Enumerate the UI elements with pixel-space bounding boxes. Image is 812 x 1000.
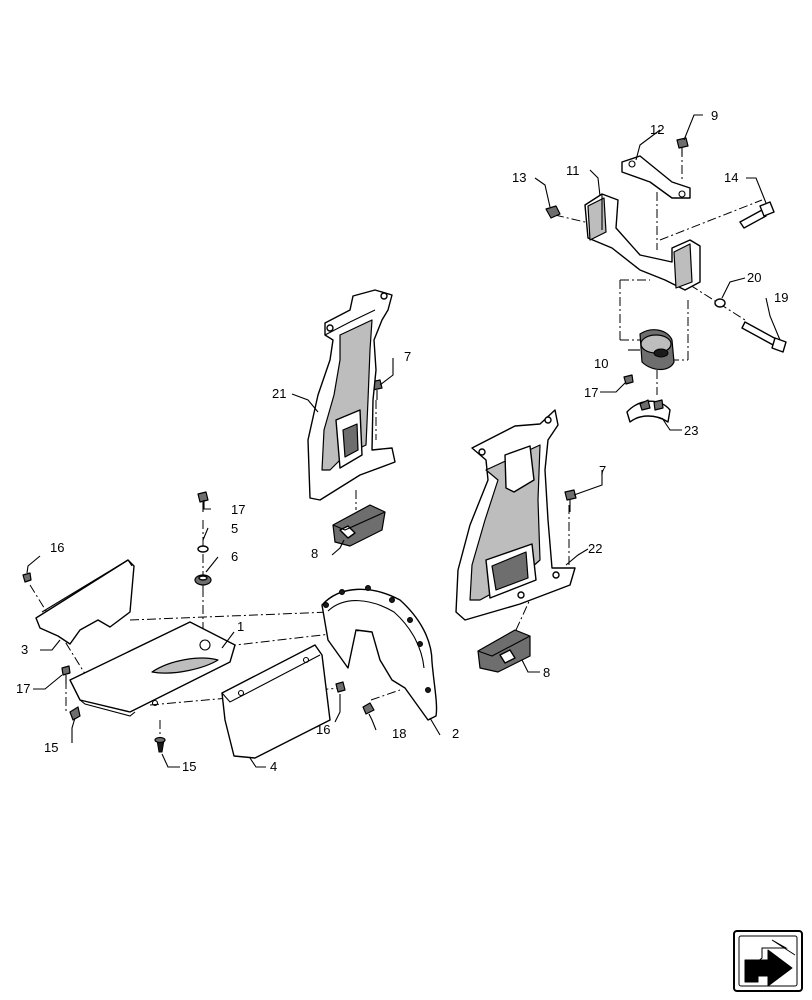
part-11-cradle-bracket: [584, 193, 701, 291]
callout-13: 13: [512, 170, 526, 185]
callout-16-middle: 16: [316, 722, 330, 737]
callout-17-left: 17: [16, 681, 30, 696]
callout-19: 19: [774, 290, 788, 305]
part-22-right-bracket: [455, 409, 576, 621]
callout-4: 4: [270, 759, 277, 774]
callout-5: 5: [231, 521, 238, 536]
part-8-mount-right: [477, 629, 531, 673]
callout-23: 23: [684, 423, 698, 438]
callout-17-right: 17: [584, 385, 598, 400]
callout-22: 22: [588, 541, 602, 556]
part-4-front-shield: [221, 644, 331, 759]
callout-12: 12: [650, 122, 664, 137]
callout-3: 3: [21, 642, 28, 657]
part-8-mount-left: [332, 504, 386, 547]
next-page-button[interactable]: [733, 930, 803, 992]
callout-17-top: 17: [231, 502, 245, 517]
callout-16-left: 16: [50, 540, 64, 555]
callout-9: 9: [711, 108, 718, 123]
callout-14: 14: [724, 170, 738, 185]
part-1-shield-plate: [69, 621, 236, 717]
callout-21: 21: [272, 386, 286, 401]
callout-leaders: [26, 114, 781, 768]
part-3-shield: [35, 559, 135, 645]
callout-11: 11: [566, 163, 580, 178]
part-12-top-plate: [621, 155, 691, 199]
callout-7-right: 7: [599, 463, 606, 478]
callout-10: 10: [594, 356, 608, 371]
callout-7-upper: 7: [404, 349, 411, 364]
callout-labels: 1 2 3 4 5 6 7 7 8 8 9 10 11 12 13 14 15 …: [16, 108, 788, 774]
callout-20: 20: [747, 270, 761, 285]
callout-8-left: 8: [311, 546, 318, 561]
callout-15-left: 15: [44, 740, 58, 755]
part-23-clamp: [626, 399, 671, 423]
hardware: [22, 137, 787, 753]
callout-1: 1: [237, 619, 244, 634]
callout-8-right: 8: [543, 665, 550, 680]
callout-18: 18: [392, 726, 406, 741]
part-10-isolator: [639, 329, 675, 371]
callout-15-lower: 15: [182, 759, 196, 774]
callout-6: 6: [231, 549, 238, 564]
forward-arrow-icon: [744, 939, 796, 987]
part-21-left-bracket: [307, 289, 396, 501]
callout-2: 2: [452, 726, 459, 741]
part-2-fan-shroud: [321, 585, 438, 721]
